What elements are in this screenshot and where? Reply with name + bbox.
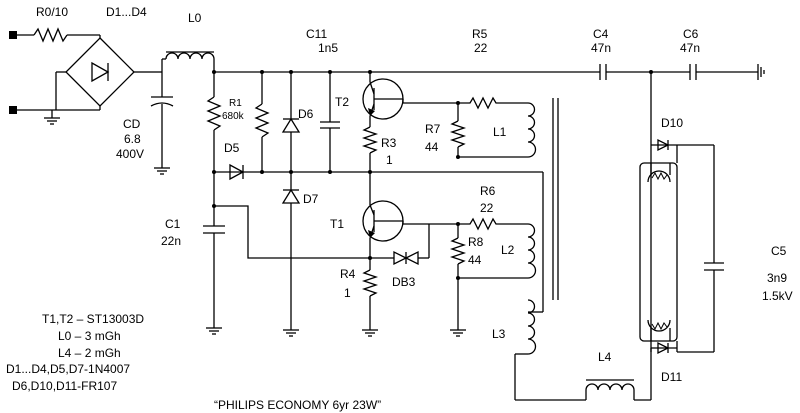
label-t2: T2 xyxy=(335,95,349,109)
resistor-r5-coil xyxy=(456,96,528,110)
inductor-l1 xyxy=(527,102,537,158)
label-r7: R7 xyxy=(425,122,441,136)
labels: R0/10 D1...D4 L0 C11 1n5 R5 22 C4 47n C6… xyxy=(6,5,793,412)
label-c4-value: 47n xyxy=(591,41,611,55)
capacitor-cd xyxy=(150,72,174,175)
inductor-l4 xyxy=(585,348,652,401)
resistor-r1 xyxy=(206,72,222,172)
lamp-tube xyxy=(639,72,678,352)
bridge-rectifier-d1-d4 xyxy=(55,37,162,110)
label-l1: L1 xyxy=(493,125,507,139)
label-c4: C4 xyxy=(593,27,609,41)
diode-d5 xyxy=(229,163,245,181)
label-cd-value-1: 6.8 xyxy=(124,132,141,146)
label-l3: L3 xyxy=(492,327,506,341)
transistor-t2 xyxy=(362,72,458,127)
label-l2: L2 xyxy=(501,243,515,257)
label-cd: CD xyxy=(123,117,141,131)
input-terminal-top xyxy=(9,31,17,39)
label-r8-value: 44 xyxy=(468,253,482,267)
label-c6: C6 xyxy=(683,27,699,41)
resistor-unlabeled xyxy=(254,72,270,172)
label-d10: D10 xyxy=(661,116,683,130)
note-line-5: D6,D10,D11-FR107 xyxy=(12,379,117,393)
diac-db3 xyxy=(390,224,430,266)
label-d5: D5 xyxy=(224,141,240,155)
label-c1: C1 xyxy=(165,217,181,231)
label-d7: D7 xyxy=(303,192,319,206)
diode-d7 xyxy=(281,172,301,337)
transformer-core xyxy=(552,98,559,300)
resistor-r0 xyxy=(33,27,68,43)
label-r6: R6 xyxy=(480,184,496,198)
diagram-caption: “PHILIPS ECONOMY 6yr 23W” xyxy=(214,398,381,412)
capacitor-c11 xyxy=(320,72,340,172)
resistor-r3 xyxy=(361,126,379,190)
resistor-r4 xyxy=(361,269,379,337)
input-terminal-bottom xyxy=(9,106,17,114)
resistor-r7 xyxy=(449,103,528,159)
resistor-r8 xyxy=(449,224,467,337)
diode-d11 xyxy=(651,341,714,355)
inductor-l0 xyxy=(161,51,215,72)
note-line-3: L4 – 2 mGh xyxy=(58,346,121,360)
label-c11: C11 xyxy=(306,27,327,41)
label-r0: R0/10 xyxy=(36,5,68,19)
diode-d6 xyxy=(281,72,301,172)
capacitor-c4 xyxy=(599,64,690,80)
label-r1: R1 xyxy=(229,98,242,109)
label-r3: R3 xyxy=(381,136,397,150)
label-r5-value: 22 xyxy=(474,41,488,55)
label-r8: R8 xyxy=(468,235,484,249)
label-r5: R5 xyxy=(472,27,488,41)
inductor-l3 xyxy=(514,299,586,401)
label-l4: L4 xyxy=(598,350,612,364)
capacitor-c1 xyxy=(203,172,390,335)
label-c5: C5 xyxy=(771,244,787,258)
transistor-t1 xyxy=(362,190,404,270)
label-r7-value: 44 xyxy=(425,140,439,154)
label-c5-value-2: 1.5kV xyxy=(762,289,793,303)
label-t1: T1 xyxy=(330,217,344,231)
label-c11-value: 1n5 xyxy=(318,41,338,55)
note-line-1: T1,T2 – ST13003D xyxy=(42,312,144,326)
label-r4-value: 1 xyxy=(344,286,351,300)
label-c1-value: 22n xyxy=(161,234,181,248)
label-l0: L0 xyxy=(188,11,202,25)
capacitor-c6 xyxy=(689,64,765,80)
label-r4: R4 xyxy=(340,267,356,281)
label-c5-value-1: 3n9 xyxy=(767,271,787,285)
capacitor-c5 xyxy=(704,145,724,352)
label-db3: DB3 xyxy=(392,275,416,289)
diode-d10 xyxy=(651,138,714,163)
note-line-2: L0 – 3 mGh xyxy=(58,329,121,343)
resistor-r6 xyxy=(403,217,528,231)
inductor-l2 xyxy=(458,223,537,279)
label-d1d4: D1...D4 xyxy=(106,5,147,19)
label-c6-value: 47n xyxy=(680,41,700,55)
mains-input xyxy=(9,27,101,125)
note-line-4: D1...D4,D5,D7-1N4007 xyxy=(6,362,130,376)
label-cd-value-2: 400V xyxy=(116,147,144,161)
label-d6: D6 xyxy=(298,107,314,121)
label-r1-value: 680k xyxy=(222,111,245,122)
label-d11: D11 xyxy=(661,370,682,384)
label-r6-value: 22 xyxy=(480,201,494,215)
label-r3-value: 1 xyxy=(386,153,393,167)
top-rail xyxy=(212,70,600,74)
